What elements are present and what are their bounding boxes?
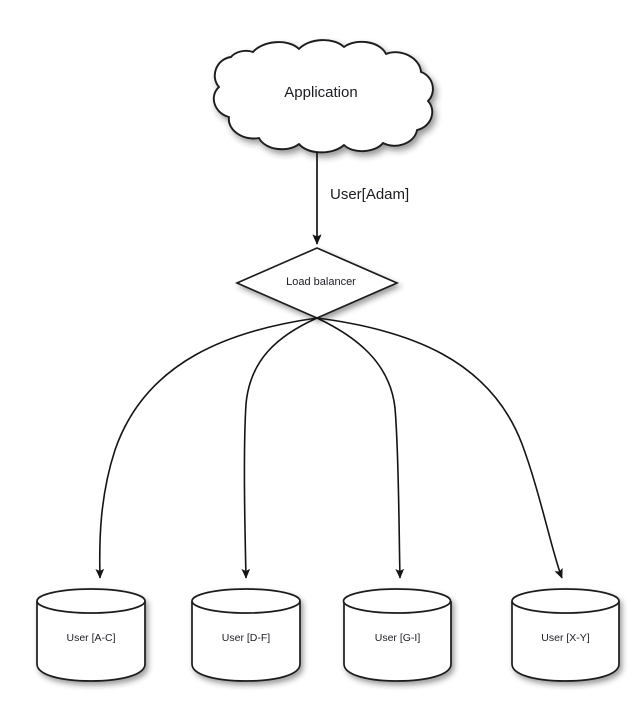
edge-balancer-to-db-2 bbox=[316, 317, 405, 579]
edge-label-user-adam: User[Adam] bbox=[330, 186, 410, 203]
edge-balancer-to-db-3 bbox=[316, 317, 563, 579]
cylinder-body-3 bbox=[511, 601, 620, 682]
node-database-1[interactable] bbox=[191, 588, 301, 682]
cloud-label: Application bbox=[284, 84, 358, 101]
database-label-3: User [X-Y] bbox=[541, 632, 590, 644]
cylinder-body-1 bbox=[191, 601, 301, 682]
database-label-0: User [A-C] bbox=[66, 632, 116, 644]
database-label-2: User [G-I] bbox=[374, 632, 421, 644]
cloud-shape bbox=[212, 39, 434, 154]
node-database-3[interactable] bbox=[511, 588, 620, 682]
node-database-2[interactable] bbox=[342, 588, 452, 682]
cylinder-top-1 bbox=[191, 588, 301, 614]
cylinder-top-3 bbox=[511, 588, 620, 614]
node-database-0[interactable] bbox=[36, 588, 146, 682]
node-cloud[interactable] bbox=[212, 39, 434, 154]
cylinder-body-2 bbox=[343, 601, 452, 682]
edge-balancer-to-db-1 bbox=[241, 317, 318, 579]
cylinder-top-2 bbox=[342, 588, 452, 614]
cylinder-top-0 bbox=[36, 588, 146, 614]
edge-group-balancer-to-databases bbox=[95, 317, 563, 579]
load-balancer-label: Load balancer bbox=[286, 276, 356, 288]
edge-balancer-to-db-0 bbox=[95, 317, 318, 579]
database-label-1: User [D-F] bbox=[221, 632, 271, 644]
cylinder-body-0 bbox=[36, 601, 146, 682]
